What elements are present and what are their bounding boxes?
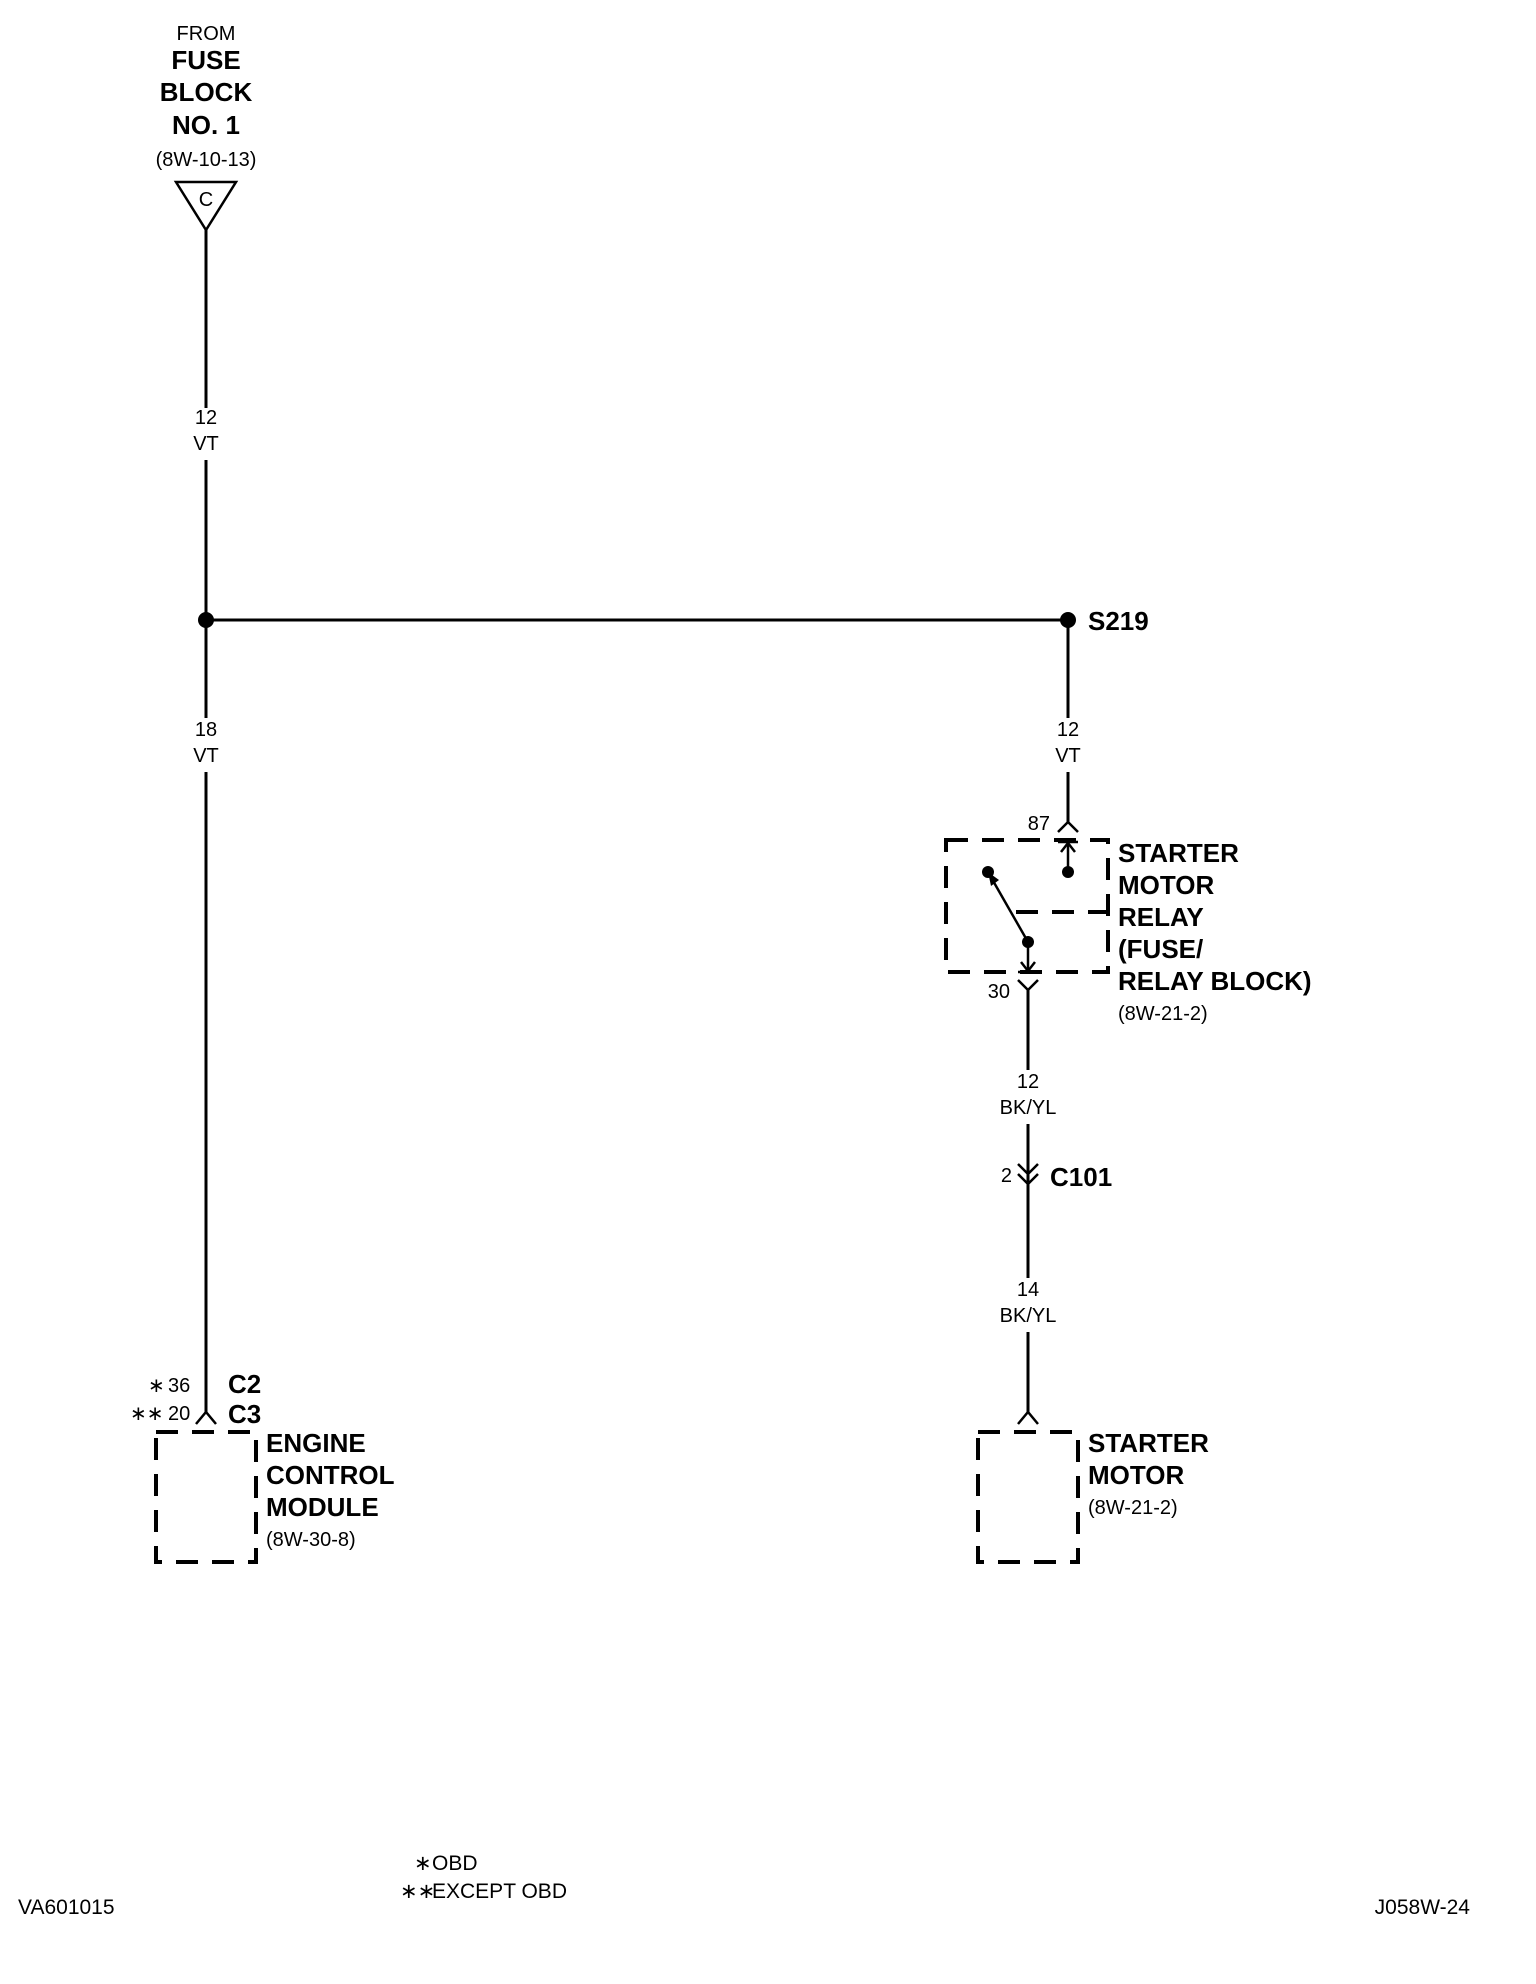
- source-block-label: BLOCK: [160, 77, 253, 107]
- ecm-name-line3: MODULE: [266, 1492, 379, 1522]
- relay-name-line3: RELAY: [1118, 902, 1204, 932]
- legend-except-asterisks: ∗∗: [400, 1880, 435, 1903]
- ecm-obd-asterisk: ∗: [148, 1375, 165, 1397]
- ecm-pin-chevron-icon: [195, 1410, 217, 1425]
- legend-obd-asterisk: ∗: [414, 1852, 432, 1875]
- starter-dashed-box: [976, 1430, 1080, 1564]
- ecm-except-asterisks: ∗∗: [130, 1403, 164, 1425]
- relay-pin87-chevron-icon: [1057, 820, 1079, 833]
- wire-right-upper-gauge: 12: [1057, 719, 1079, 741]
- source-fuse-label: FUSE: [171, 45, 240, 75]
- relay-name-line4: (FUSE/: [1118, 934, 1203, 964]
- ecm-conn-obd: C2: [228, 1369, 261, 1399]
- relay-pin30-chevron-icon: [1017, 979, 1039, 992]
- relay-contact-arrow-icon: [1060, 840, 1076, 853]
- starter-relay: 87 30 STARTER MOTOR RELAY (FUSE/ RELAY B…: [944, 813, 1312, 1025]
- relay-name-line5: RELAY BLOCK): [1118, 966, 1312, 996]
- ecm-conn-except: C3: [228, 1399, 261, 1429]
- wire-right-mid-color: BK/YL: [1000, 1097, 1057, 1119]
- wire-top-color: VT: [193, 433, 219, 455]
- footer-right-id: J058W-24: [1375, 1896, 1471, 1919]
- ecm-component: ENGINE CONTROL MODULE (8W-30-8): [154, 1428, 395, 1564]
- legend: ∗ OBD ∗∗ EXCEPT OBD: [400, 1852, 567, 1903]
- source-number-label: NO. 1: [172, 110, 240, 140]
- source-ref-label: (8W-10-13): [156, 149, 257, 171]
- source-from-label: FROM: [177, 23, 236, 45]
- starter-pin-chevron-icon: [1017, 1410, 1039, 1425]
- relay-fixed-contact: [1062, 866, 1074, 878]
- relay-name-line2: MOTOR: [1118, 870, 1215, 900]
- starter-ref: (8W-21-2): [1088, 1497, 1178, 1519]
- c101-label: C101: [1050, 1162, 1112, 1192]
- fuse-block-source: FROM FUSE BLOCK NO. 1 (8W-10-13) C: [156, 23, 257, 233]
- starter-name-line1: STARTER: [1088, 1428, 1209, 1458]
- ecm-connector: ∗ 36 ∗∗ 20 C2 C3: [130, 1369, 261, 1429]
- starter-name-line2: MOTOR: [1088, 1460, 1185, 1490]
- ecm-pin-obd: 36: [168, 1375, 190, 1397]
- relay-pin-30: 30: [988, 981, 1010, 1003]
- c101-pin: 2: [1001, 1165, 1012, 1187]
- wire-left-gauge: 18: [195, 719, 217, 741]
- c101-chevron-upper-icon: [1017, 1163, 1039, 1176]
- legend-except-obd: EXCEPT OBD: [432, 1880, 567, 1903]
- connector-c101: 2 C101: [1001, 1162, 1112, 1192]
- relay-switch-arm: [986, 871, 1030, 943]
- relay-pivot-arrow-icon: [1020, 961, 1036, 974]
- legend-obd: OBD: [432, 1852, 478, 1875]
- relay-arm-arrow-icon: [988, 872, 999, 886]
- source-terminal-label: C: [199, 189, 213, 211]
- wire-top-gauge: 12: [195, 407, 217, 429]
- relay-pin-87: 87: [1028, 813, 1050, 835]
- splice-label: S219: [1088, 606, 1149, 636]
- ecm-dashed-box: [154, 1430, 258, 1564]
- starter-motor: STARTER MOTOR (8W-21-2): [976, 1410, 1209, 1564]
- ecm-name-line1: ENGINE: [266, 1428, 366, 1458]
- footer-left-id: VA601015: [18, 1896, 115, 1919]
- wire-right-lower-gauge: 14: [1017, 1279, 1039, 1301]
- wire-right-lower-color: BK/YL: [1000, 1305, 1057, 1327]
- source-triangle-icon: [173, 180, 239, 233]
- ecm-pin-except: 20: [168, 1403, 190, 1425]
- wire-right-mid-gauge: 12: [1017, 1071, 1039, 1093]
- ecm-name-line2: CONTROL: [266, 1460, 395, 1490]
- relay-ref: (8W-21-2): [1118, 1003, 1208, 1025]
- wire-right-upper-color: VT: [1055, 745, 1081, 767]
- wire-left-color: VT: [193, 745, 219, 767]
- relay-name-line1: STARTER: [1118, 838, 1239, 868]
- ecm-ref: (8W-30-8): [266, 1529, 356, 1551]
